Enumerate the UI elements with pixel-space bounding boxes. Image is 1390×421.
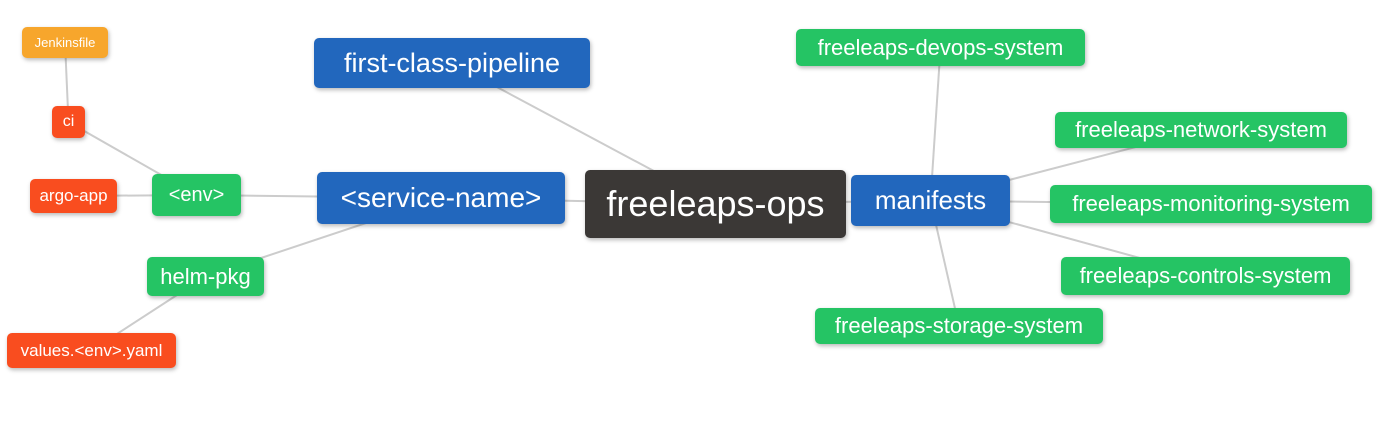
node-service-name[interactable]: <service-name> [317, 172, 565, 224]
node-jenkinsfile[interactable]: Jenkinsfile [22, 27, 108, 58]
node-ci[interactable]: ci [52, 106, 85, 138]
node-argo-app[interactable]: argo-app [30, 179, 117, 213]
node-storage-system[interactable]: freeleaps-storage-system [815, 308, 1103, 344]
node-env[interactable]: <env> [152, 174, 241, 216]
node-freeleaps-ops[interactable]: freeleaps-ops [585, 170, 846, 238]
node-values-env-yaml[interactable]: values.<env>.yaml [7, 333, 176, 368]
node-devops-system[interactable]: freeleaps-devops-system [796, 29, 1085, 66]
node-controls-system[interactable]: freeleaps-controls-system [1061, 257, 1350, 295]
node-first-class-pipeline[interactable]: first-class-pipeline [314, 38, 590, 88]
node-monitoring-system[interactable]: freeleaps-monitoring-system [1050, 185, 1372, 223]
node-manifests[interactable]: manifests [851, 175, 1010, 226]
node-helm-pkg[interactable]: helm-pkg [147, 257, 264, 296]
node-network-system[interactable]: freeleaps-network-system [1055, 112, 1347, 148]
